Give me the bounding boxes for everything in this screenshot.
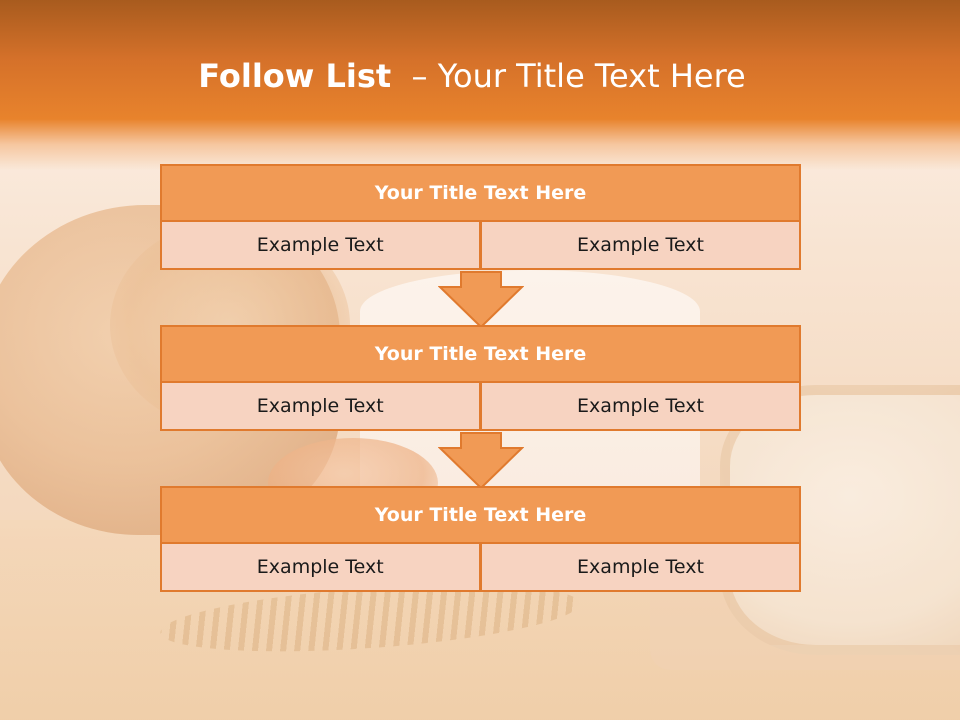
slide-title-bold: Follow List [198, 57, 392, 95]
down-arrow-icon [438, 432, 524, 490]
block-title[interactable]: Your Title Text Here [160, 164, 801, 222]
block-cell-right[interactable]: Example Text [480, 381, 801, 431]
block-cell-right[interactable]: Example Text [480, 542, 801, 592]
header-bar [0, 0, 960, 170]
block-cell-left[interactable]: Example Text [160, 381, 481, 431]
slide-title-rest: – Your Title Text Here [391, 57, 746, 95]
block-cell-right[interactable]: Example Text [480, 220, 801, 270]
slide-title[interactable]: Follow List – Your Title Text Here [0, 56, 944, 96]
block-title[interactable]: Your Title Text Here [160, 486, 801, 544]
down-arrow-icon [438, 271, 524, 329]
block-title[interactable]: Your Title Text Here [160, 325, 801, 383]
block-cell-left[interactable]: Example Text [160, 220, 481, 270]
block-cell-left[interactable]: Example Text [160, 542, 481, 592]
